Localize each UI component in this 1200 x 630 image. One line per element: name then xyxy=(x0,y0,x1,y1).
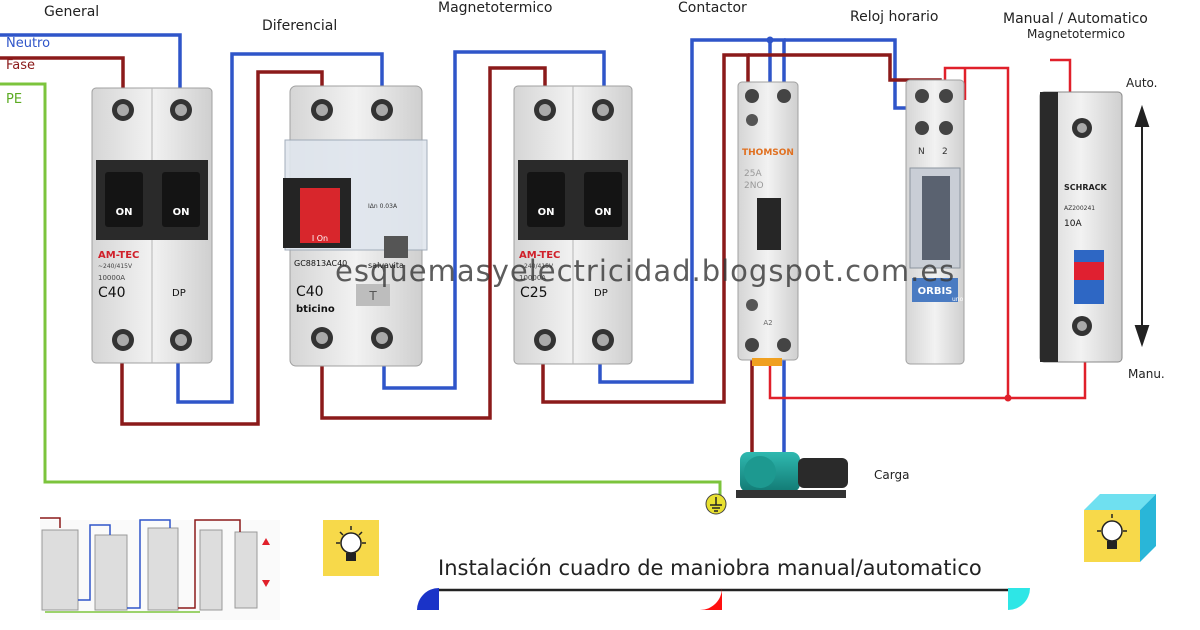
poles-label: DP xyxy=(172,288,186,299)
breaker-magnetotermico: ON ON AM-TEC ~240/415V 10000A C25 DP xyxy=(513,85,633,365)
voltage-label: ~240/415V xyxy=(519,263,554,270)
model-label: uno xyxy=(952,296,964,303)
on-label: ON xyxy=(173,207,190,218)
title-underline xyxy=(417,588,1030,610)
state-label: I On xyxy=(312,234,328,243)
lightbulb-cube-icon xyxy=(1084,494,1156,562)
label-contactor: Contactor xyxy=(678,0,747,16)
brand-label: bticino xyxy=(296,304,335,315)
wire-label-pe: PE xyxy=(6,92,23,107)
terminal-n: N xyxy=(918,147,925,157)
capacity-label: 10000A xyxy=(519,274,546,282)
contactor: THOMSON 25A 2NO A2 xyxy=(737,81,799,366)
label-carga: Carga xyxy=(874,468,910,482)
poles-label: DP xyxy=(594,288,608,299)
terminal-label: A2 xyxy=(763,319,772,327)
label-manual-auto: Manual / Automatico xyxy=(1003,11,1148,27)
brand-label: AM-TEC xyxy=(519,250,560,261)
test-button: T xyxy=(368,289,377,303)
on-label: ON xyxy=(538,207,555,218)
label-general: General xyxy=(44,4,100,20)
junction-dot xyxy=(1004,394,1012,402)
ground-icon xyxy=(705,493,727,515)
junction-dot xyxy=(766,36,774,44)
label-magnetotermico: Magnetotermico xyxy=(438,0,553,16)
wire-pe xyxy=(0,82,722,500)
label-manu: Manu. xyxy=(1128,367,1165,381)
brand-label: SCHRACK xyxy=(1064,183,1108,192)
contacts-label: 2NO xyxy=(744,181,764,191)
code-label: AZ200241 xyxy=(1064,205,1095,212)
auto-manu-arrow xyxy=(1134,104,1150,348)
brand-label: ORBIS xyxy=(918,286,953,297)
wire-label-neutro: Neutro xyxy=(6,36,51,51)
subtitle-label: salvavita xyxy=(368,261,404,270)
label-manual-auto-sub: Magnetotermico xyxy=(1027,27,1126,41)
voltage-label: ~240/415V xyxy=(98,263,133,270)
pump-icon xyxy=(736,452,848,498)
wire-neutro xyxy=(0,33,920,455)
diagram-title: Instalación cuadro de maniobra manual/au… xyxy=(438,556,982,580)
rating-label: C40 xyxy=(98,285,126,301)
breaker-general: ON ON AM-TEC ~240/415V 10000A C40 DP xyxy=(91,87,213,364)
rating-label: C25 xyxy=(520,285,548,301)
on-label: ON xyxy=(116,207,133,218)
terminal-2: 2 xyxy=(942,147,948,157)
rcd-diferencial: I On IΔn 0.03A GC8813AC40 C40 salvavita … xyxy=(283,85,428,367)
wire-label-fase: Fase xyxy=(6,58,36,73)
timer-reloj: N 2 ORBIS uno xyxy=(905,79,965,365)
rating-label: 25A xyxy=(744,169,762,179)
label-reloj: Reloj horario xyxy=(850,9,939,25)
rating-label: C40 xyxy=(296,284,324,300)
lightbulb-icon xyxy=(323,520,379,576)
thumbnail-diagram xyxy=(40,517,280,620)
brand-label: THOMSON xyxy=(742,148,794,158)
brand-label: AM-TEC xyxy=(98,250,139,261)
switch-manual-auto: SCHRACK AZ200241 10A xyxy=(1039,91,1123,363)
sens-label: IΔn 0.03A xyxy=(368,203,398,210)
on-label: ON xyxy=(595,207,612,218)
model-label: GC8813AC40 xyxy=(294,259,347,268)
rating-label: 10A xyxy=(1064,219,1082,229)
watermark: esquemasyelectricidad.blogspot.com.es xyxy=(335,254,956,288)
label-diferencial: Diferencial xyxy=(262,18,338,34)
capacity-label: 10000A xyxy=(98,274,125,282)
label-auto: Auto. xyxy=(1126,76,1158,90)
